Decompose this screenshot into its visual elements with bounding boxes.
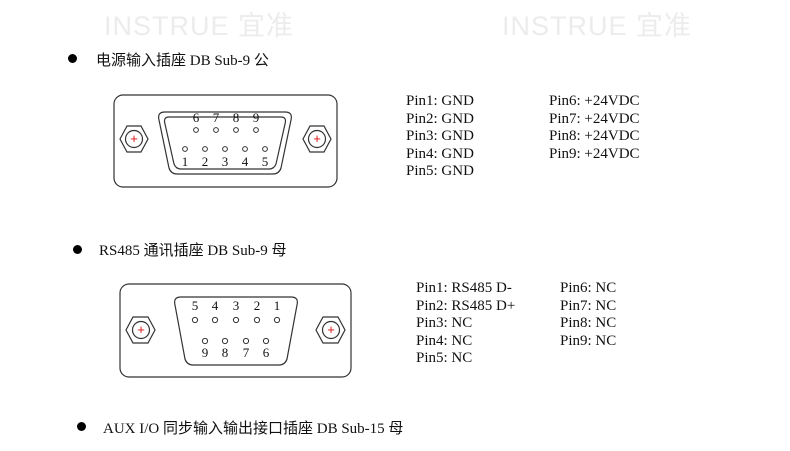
pin-number: 8 (233, 110, 240, 125)
pin-label: Pin3: NC (416, 315, 473, 331)
pin-label: Pin8: +24VDC (549, 128, 640, 144)
svg-text:+: + (313, 131, 321, 146)
section-heading-rs485: RS485 通讯插座 DB Sub-9 母 (99, 243, 287, 259)
svg-text:+: + (137, 322, 145, 337)
pin-hole-icon (201, 337, 270, 345)
pin-list-left: Pin1: RS485 D- Pin2: RS485 D+ Pin3: NC P… (416, 280, 515, 368)
pin-number: 3 (222, 154, 229, 169)
pin-label: Pin6: +24VDC (549, 93, 640, 109)
bullet-icon (68, 54, 77, 63)
pin-label: Pin9: +24VDC (549, 145, 640, 162)
pin-number: 6 (193, 110, 200, 125)
pin-label: Pin5: NC (416, 350, 473, 366)
pin-label: Pin2: GND (406, 110, 474, 127)
plus-circle-icon: + (302, 125, 332, 153)
pin-label: Pin1: GND (406, 93, 474, 109)
pin-label: Pin2: RS485 D+ (416, 297, 516, 314)
plus-circle-icon: + (315, 316, 346, 344)
pin-label: Pin7: +24VDC (549, 110, 640, 127)
pin-number: 8 (222, 345, 229, 360)
pin-label: Pin4: GND (406, 145, 474, 162)
pin-label: Pin7: NC (560, 297, 617, 314)
plus-circle-icon: + (125, 316, 156, 344)
pin-list-left: Pin1: GND Pin2: GND Pin3: GND Pin4: GND … (406, 93, 474, 181)
svg-text:+: + (327, 322, 335, 337)
pin-hole-icon (182, 146, 268, 152)
pin-number: 5 (262, 154, 269, 169)
db9-female-connector-diagram: + + 5 4 3 2 1 9 8 7 6 (119, 283, 352, 378)
pin-number: 2 (202, 154, 209, 169)
pin-label: Pin6: NC (560, 280, 617, 296)
pin-list-right: Pin6: NC Pin7: NC Pin8: NC Pin9: NC (560, 280, 616, 350)
bullet-icon (73, 245, 82, 254)
pin-number: 7 (213, 110, 220, 125)
pin-number: 9 (202, 345, 209, 360)
section-heading-aux-io: AUX I/O 同步输入输出接口插座 DB Sub-15 母 (103, 421, 404, 437)
pin-number: 7 (243, 345, 250, 360)
pin-number: 1 (182, 154, 189, 169)
pin-list-right: Pin6: +24VDC Pin7: +24VDC Pin8: +24VDC P… (549, 93, 640, 163)
db9-male-connector-diagram: + + 6 7 8 9 1 2 3 4 5 (113, 94, 338, 188)
pin-hole-icon (191, 316, 281, 324)
watermark-right: INSTRUE 宜准 (502, 11, 693, 41)
watermark-left: INSTRUE 宜准 (104, 11, 295, 41)
pin-number: 9 (253, 110, 260, 125)
pin-hole-icon (193, 127, 259, 133)
pin-label: Pin9: NC (560, 332, 617, 349)
pin-label: Pin5: GND (406, 163, 474, 179)
pin-number: 6 (263, 345, 270, 360)
plus-circle-icon: + (119, 125, 149, 153)
pin-label: Pin3: GND (406, 128, 474, 144)
pin-number: 1 (274, 298, 281, 313)
bullet-icon (77, 422, 86, 431)
pin-label: Pin1: RS485 D- (416, 280, 512, 296)
pin-label: Pin8: NC (560, 315, 617, 331)
pin-number: 3 (233, 298, 240, 313)
pin-number: 5 (192, 298, 199, 313)
pin-number: 4 (212, 298, 219, 313)
pin-number: 2 (254, 298, 261, 313)
section-heading-power: 电源输入插座 DB Sub-9 公 (96, 53, 269, 69)
svg-text:+: + (130, 131, 138, 146)
pin-label: Pin4: NC (416, 332, 473, 349)
pin-number: 4 (242, 154, 249, 169)
